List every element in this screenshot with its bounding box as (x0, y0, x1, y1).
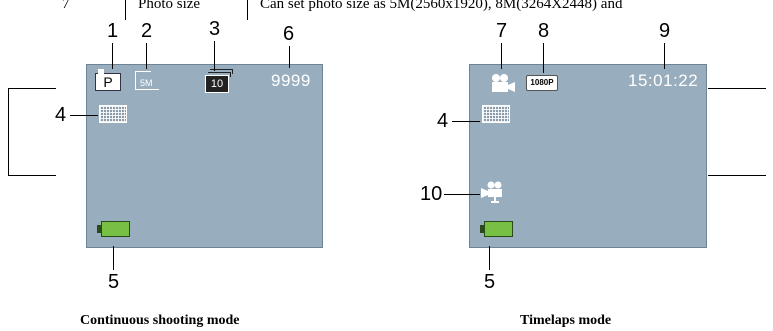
callout-4-left: 4 (55, 104, 67, 126)
clock-readout: 15:01:22 (628, 71, 699, 90)
video-resolution-badge: 1080P (526, 75, 558, 91)
photo-mode-icon: P (95, 69, 121, 91)
table-vline-left (8, 88, 9, 176)
grid-icon (482, 105, 510, 123)
shots-remaining: 9999 (271, 71, 311, 90)
leader-9 (664, 43, 665, 69)
table-hline-left-top (8, 88, 56, 89)
table-cell-left: Photo size (138, 0, 201, 12)
leader-10 (444, 194, 480, 195)
leader-6 (289, 46, 290, 68)
table-hline-right-bottom (708, 175, 766, 176)
table-vline-2 (247, 0, 248, 20)
battery-icon (480, 221, 513, 237)
leader-5-right (489, 246, 490, 270)
leader-1 (112, 43, 113, 69)
callout-5-right: 5 (484, 271, 496, 293)
callout-3: 3 (209, 18, 221, 40)
callout-1: 1 (107, 20, 119, 42)
timelapse-camera-icon (481, 181, 502, 203)
leader-5-left (113, 246, 114, 270)
table-row-number: 7 (62, 0, 70, 12)
caption-timelapse-mode: Timelaps mode (520, 313, 612, 328)
leader-7 (501, 43, 502, 69)
mode-letter: P (103, 74, 113, 90)
callout-2: 2 (141, 20, 153, 42)
table-hline-left-bottom (8, 175, 56, 176)
callout-9: 9 (659, 20, 671, 42)
table-hline-right-top (708, 88, 766, 89)
leader-4-right (452, 121, 480, 122)
leader-8 (543, 43, 544, 73)
callout-6: 6 (283, 23, 295, 45)
burst-icon: 10 (205, 69, 233, 93)
lcd-screen-continuous: P 5M 10 9999 (86, 64, 323, 248)
callout-4-right: 4 (437, 110, 449, 132)
grid-icon (99, 105, 127, 123)
video-camera-icon (492, 74, 515, 92)
callout-10: 10 (420, 183, 443, 205)
resolution-icon: 5M (135, 71, 160, 90)
leader-4-left (70, 115, 98, 116)
callout-5-left: 5 (108, 271, 120, 293)
callout-7: 7 (496, 20, 508, 42)
caption-continuous-mode: Continuous shooting mode (80, 313, 240, 328)
table-cell-right: Can set photo size as 5M(2560x1920), 8M(… (260, 0, 623, 12)
table-vline-1 (125, 0, 126, 20)
resolution-label: 5M (140, 78, 153, 88)
leader-2 (146, 43, 147, 69)
leader-3 (214, 41, 215, 71)
video-resolution-label: 1080P (530, 78, 554, 87)
burst-count: 10 (210, 78, 224, 90)
battery-icon (97, 221, 130, 237)
lcd-screen-timelapse: 1080P 15:01:22 (469, 64, 707, 248)
callout-8: 8 (538, 20, 550, 42)
